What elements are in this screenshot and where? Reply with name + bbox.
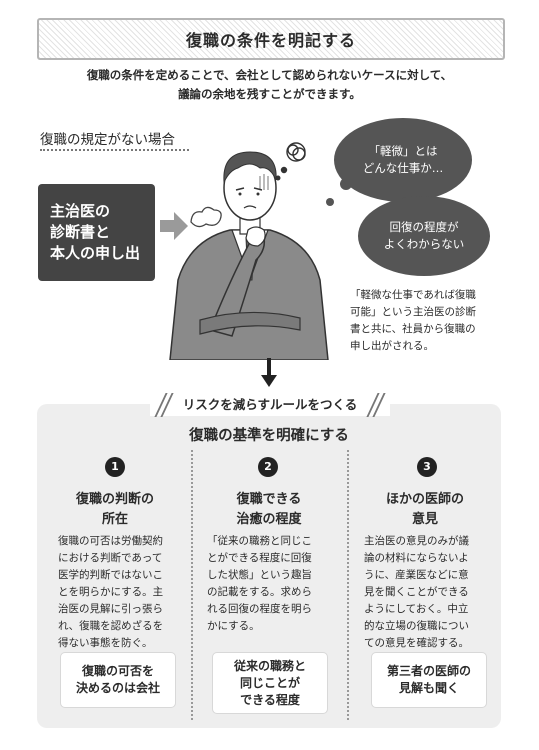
column-1-card-line: 復職の可否を <box>81 664 154 678</box>
worried-man-illustration <box>169 142 329 360</box>
page-title: 復職の条件を明記する <box>185 31 356 50</box>
column-3-heading-line-1: ほかの医師の <box>385 492 464 507</box>
section-underline <box>40 149 189 151</box>
column-1-body-line: れ、復職を認めざるを <box>58 620 164 632</box>
dark-box-line-2: 診断書と <box>50 223 111 241</box>
column-2-heading-line-2: 治癒の程度 <box>236 512 302 527</box>
intro-line-1: 復職の条件を定めることで、会社として認められないケースに対して、 <box>86 68 453 82</box>
column-1-card-line: 決めるのは会社 <box>75 681 160 695</box>
section-label: 復職の規定がない場合 <box>40 132 175 148</box>
thought-dot-small <box>326 198 334 206</box>
column-2-card-line: できる程度 <box>240 692 300 707</box>
column-3-heading: ほかの医師の 意見 <box>352 490 498 530</box>
column-3-summary-card: 第三者の医師の 見解も聞く <box>371 652 487 708</box>
note-line-1: 「軽微な仕事であれば復職 <box>350 289 476 301</box>
column-2-body-line: した状態」という趣旨 <box>207 569 312 581</box>
scenario-note: 「軽微な仕事であれば復職 可能」という主治医の診断 書と共に、社員から復職の 申… <box>350 287 500 355</box>
column-3-body-line: ての意見を確認する。 <box>364 637 469 649</box>
column-3-body: 主治医の意見のみが議 論の材料にならないよ うに、産業医などに意 見を聞くことが… <box>364 533 469 652</box>
right-arrow-icon <box>160 212 188 240</box>
column-1-heading: 復職の判断の 所在 <box>43 490 187 530</box>
risk-banner: リスクを減らすルールをつくる <box>182 397 358 412</box>
column-separator-1 <box>191 450 193 720</box>
column-1-body-line: 復職の可否は労働契約 <box>58 535 163 547</box>
column-3-card-line: 第三者の医師の <box>386 664 471 678</box>
column-3-heading-line-2: 意見 <box>411 512 438 527</box>
column-1-heading-line-2: 所在 <box>101 512 128 527</box>
column-2-summary-card: 従来の職務と 同じことが できる程度 <box>212 652 328 714</box>
thought2-line-1: 回復の程度が <box>389 220 459 234</box>
intro-text: 復職の条件を定めることで、会社として認められないケースに対して、 議論の余地を残… <box>40 66 499 104</box>
thought1-line-1: 「軽微」とは <box>368 144 438 158</box>
doctor-certificate-box: 主治医の 診断書と 本人の申し出 <box>38 184 155 281</box>
intro-line-2: 議論の余地を残すことができます。 <box>178 87 361 101</box>
column-2-body-line: とができる程度に回復 <box>207 552 312 564</box>
thought-bubble-recovery: 回復の程度が よくわからない <box>358 196 490 276</box>
column-1-summary-card: 復職の可否を 決めるのは会社 <box>60 652 176 708</box>
column-2-body: 「従来の職務と同じこ とができる程度に回復 した状態」という趣旨 の記載をする。… <box>207 533 312 635</box>
column-3-body-line: 見を聞くことができる <box>364 586 469 598</box>
column-2-card-line: 同じことが <box>239 675 300 690</box>
column-3-card-line: 見解も聞く <box>398 681 459 695</box>
column-2-body-line: かにする。 <box>207 620 260 632</box>
banner-background <box>150 394 390 416</box>
thought2-line-2: よくわからない <box>383 237 465 251</box>
column-3-body-line: 論の材料にならないよ <box>364 552 469 564</box>
step-number-3: 3 <box>417 457 437 477</box>
column-1-body-line: 得ない事態を防ぐ。 <box>58 637 153 649</box>
dark-box-line-3: 本人の申し出 <box>50 244 141 262</box>
column-3-body-line: うに、産業医などに意 <box>364 569 469 581</box>
column-1-body-line: 医学的判断ではないこ <box>58 569 163 581</box>
step-number-1: 1 <box>105 457 125 477</box>
column-2-body-line: れる回復の程度を明ら <box>207 603 312 615</box>
note-line-3: 書と共に、社員から復職の <box>350 323 476 335</box>
column-2-heading-line-1: 復職できる <box>236 492 302 507</box>
column-2-heading: 復職できる 治癒の程度 <box>196 490 342 530</box>
column-1-body-line: とを明らかにする。主 <box>58 586 164 598</box>
column-separator-2 <box>347 450 349 720</box>
dark-box-line-1: 主治医の <box>50 202 111 220</box>
column-2-card-line: 従来の職務と <box>233 658 306 673</box>
thought1-line-2: どんな仕事か… <box>362 161 444 175</box>
column-2-body-line: 「従来の職務と同じこ <box>207 535 312 547</box>
column-1-heading-line-1: 復職の判断の <box>75 492 154 507</box>
title-box: 復職の条件を明記する <box>37 18 505 60</box>
column-1-body: 復職の可否は労働契約 における判断であって 医学的判断ではないこ とを明らかにす… <box>58 533 163 652</box>
thought-bubble-light-work: 「軽微」とは どんな仕事か… <box>334 118 472 202</box>
column-1-body-line: 治医の見解に引っ張ら <box>58 603 163 615</box>
down-arrow-icon <box>261 358 277 387</box>
column-3-body-line: 的な立場の復職につい <box>364 620 469 632</box>
column-3-body-line: 主治医の意見のみが議 <box>364 535 469 547</box>
note-line-2: 可能」という主治医の診断 <box>350 306 476 318</box>
panel-title: 復職の基準を明確にする <box>189 428 349 444</box>
breath-puff-icon <box>190 206 222 228</box>
note-line-4: 申し出がされる。 <box>350 340 434 352</box>
column-3-body-line: ようにしておく。中立 <box>364 603 469 615</box>
column-1-body-line: における判断であって <box>58 552 163 564</box>
column-2-body-line: の記載をする。求めら <box>207 586 312 598</box>
step-number-2: 2 <box>258 457 278 477</box>
